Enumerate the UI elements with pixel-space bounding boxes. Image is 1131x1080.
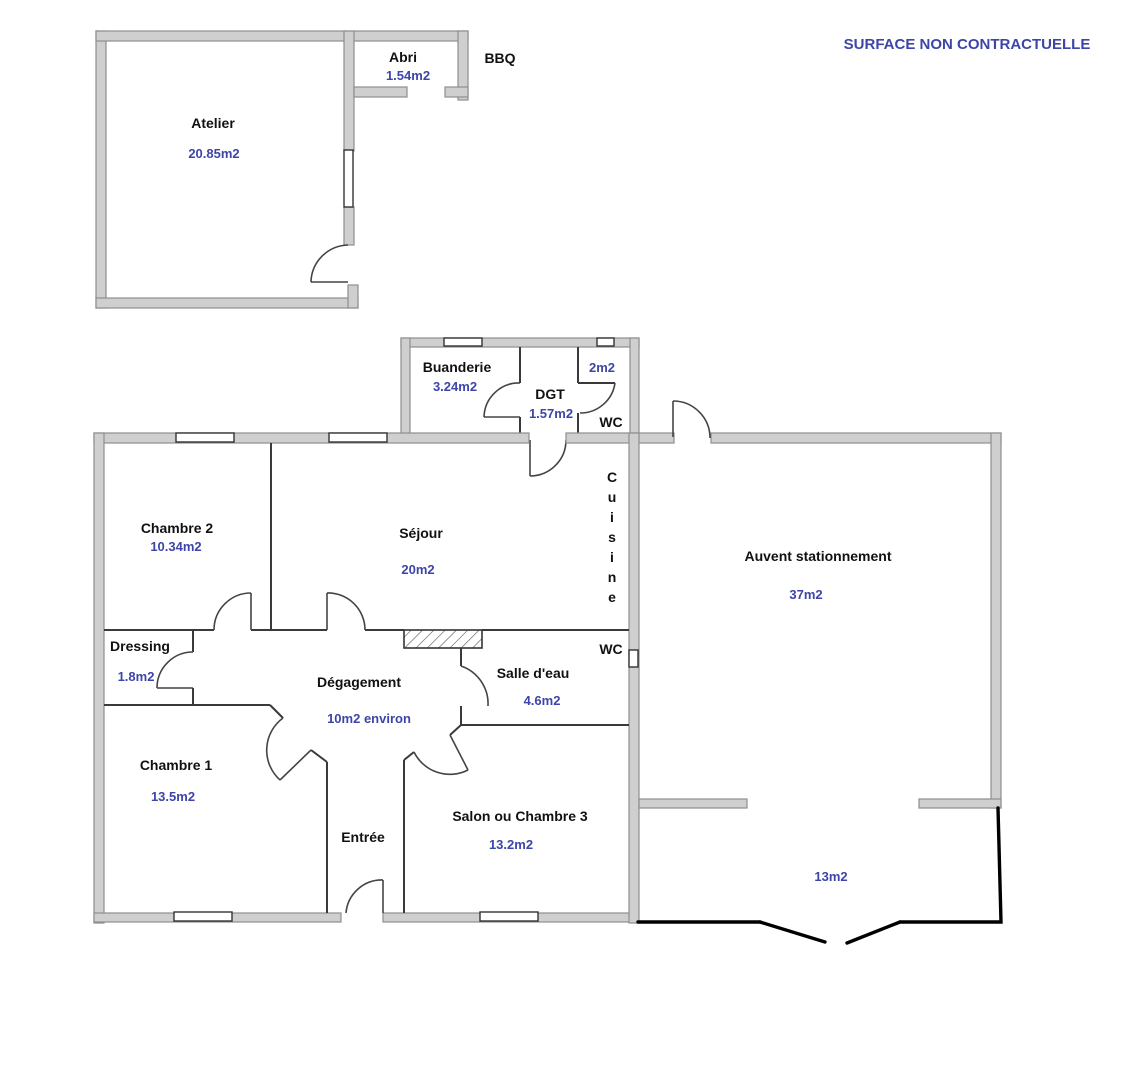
room-area-dgt: 1.57m2 <box>529 406 573 421</box>
room-label-auvent: Auvent stationnement <box>744 548 891 564</box>
window <box>343 149 354 208</box>
gate-leaf-right <box>845 920 902 945</box>
door <box>460 665 489 707</box>
wall <box>710 432 1002 444</box>
door <box>483 382 521 418</box>
door <box>310 244 349 283</box>
window <box>596 337 615 347</box>
wall <box>343 206 355 246</box>
door <box>265 717 312 781</box>
room-area-buanderie: 3.24m2 <box>433 379 477 394</box>
wall <box>629 337 640 439</box>
room-area-wc-top: 2m2 <box>589 360 615 375</box>
wall <box>343 30 355 152</box>
room-area-chambre1: 13.5m2 <box>151 789 195 804</box>
window <box>175 432 235 443</box>
window <box>328 432 388 443</box>
front-door <box>345 879 384 914</box>
svg-text:e: e <box>608 589 616 605</box>
room-label-salon: Salon ou Chambre 3 <box>452 808 588 824</box>
door <box>156 651 194 689</box>
svg-text:u: u <box>608 489 617 505</box>
room-area-salon: 13.2m2 <box>489 837 533 852</box>
disclaimer-text: SURFACE NON CONTRACTUELLE <box>844 36 1091 53</box>
svg-text:s: s <box>608 529 616 545</box>
door <box>413 734 469 776</box>
window <box>479 911 539 922</box>
room-area-atelier: 20.85m2 <box>188 146 239 161</box>
window <box>173 911 233 922</box>
door <box>529 439 567 477</box>
label-bbq: BBQ <box>484 50 515 66</box>
svg-text:C: C <box>607 469 617 485</box>
room-area-sejour: 20m2 <box>401 562 434 577</box>
room-area-annexe: 13m2 <box>814 869 847 884</box>
wall <box>93 432 530 444</box>
wall <box>444 86 469 98</box>
room-label-degagement: Dégagement <box>317 674 401 690</box>
room-label-atelier: Atelier <box>191 115 235 131</box>
door <box>579 382 616 414</box>
wall <box>638 798 748 809</box>
wall <box>400 337 411 439</box>
wall <box>918 798 1002 809</box>
wall <box>457 30 469 101</box>
door <box>326 592 366 631</box>
room-label-entree: Entrée <box>341 829 385 845</box>
svg-text:i: i <box>610 549 614 565</box>
room-label-dressing: Dressing <box>110 638 170 654</box>
wall <box>347 284 359 309</box>
room-area-chambre2: 10.34m2 <box>150 539 201 554</box>
room-area-auvent: 37m2 <box>789 587 822 602</box>
room-label-wc-top: WC <box>599 414 622 430</box>
wall <box>95 30 469 42</box>
wall <box>990 432 1002 809</box>
wall <box>565 432 675 444</box>
room-label-chambre1: Chambre 1 <box>140 757 213 773</box>
svg-text:i: i <box>610 509 614 525</box>
door <box>213 592 252 631</box>
chimney <box>403 629 483 649</box>
room-label-buanderie: Buanderie <box>423 359 492 375</box>
svg-text:n: n <box>608 569 617 585</box>
wall <box>95 30 107 309</box>
room-area-abri: 1.54m2 <box>386 68 430 83</box>
room-label-salle-eau: Salle d'eau <box>497 665 570 681</box>
wall <box>95 297 359 309</box>
window <box>628 649 639 668</box>
room-label-sejour: Séjour <box>399 525 443 541</box>
room-area-salle-eau: 4.6m2 <box>524 693 561 708</box>
wall <box>93 432 105 924</box>
wall <box>353 86 408 98</box>
main-house: Buanderie 3.24m2 DGT 1.57m2 2m2 WC Chamb… <box>93 337 1003 945</box>
window <box>443 337 483 347</box>
room-area-degagement: 10m2 environ <box>327 711 411 726</box>
room-label-chambre2: Chambre 2 <box>141 520 214 536</box>
room-label-dgt: DGT <box>535 386 565 402</box>
gate-leaf-left <box>758 920 827 944</box>
outbuilding: Atelier 20.85m2 Abri 1.54m2 BBQ <box>95 30 516 309</box>
room-label-cuisine: C u i s i n e <box>607 469 617 605</box>
annex-wall <box>898 806 1003 924</box>
door <box>672 400 711 439</box>
room-label-abri: Abri <box>389 49 417 65</box>
room-label-wc-bottom: WC <box>599 641 622 657</box>
wall <box>628 432 640 924</box>
room-area-dressing: 1.8m2 <box>118 669 155 684</box>
